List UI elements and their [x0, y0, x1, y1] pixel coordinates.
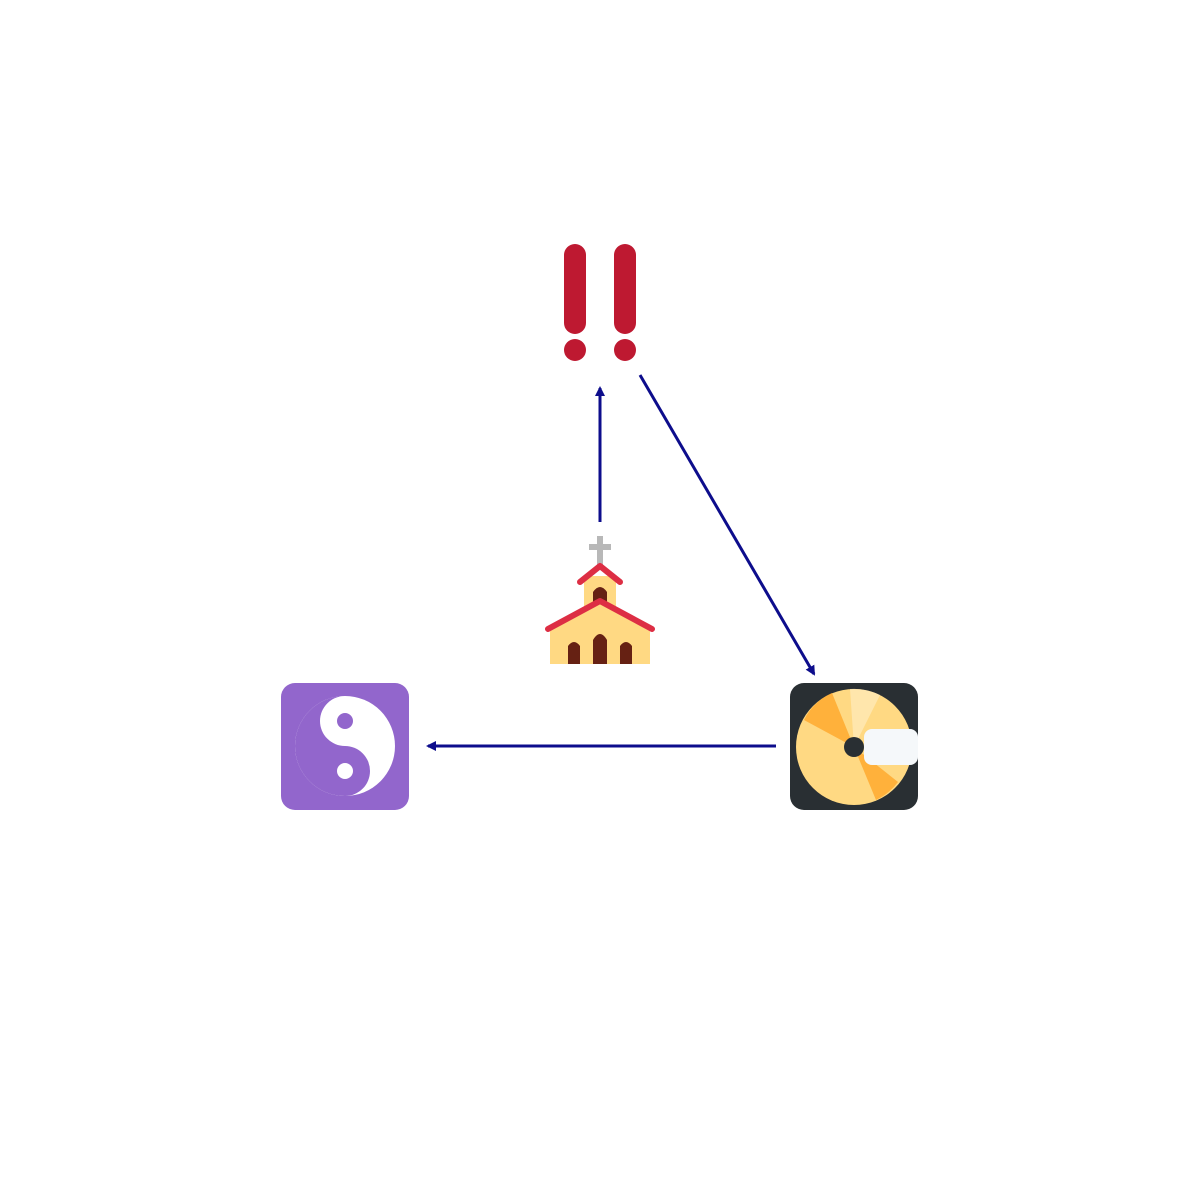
edge-exclamation-to-minidisc — [638, 374, 816, 676]
minidisc-icon — [790, 683, 918, 810]
edges — [426, 374, 816, 751]
yin-yang-icon — [281, 683, 409, 810]
double-exclamation-mark-icon — [564, 244, 636, 361]
church-icon — [545, 536, 655, 664]
